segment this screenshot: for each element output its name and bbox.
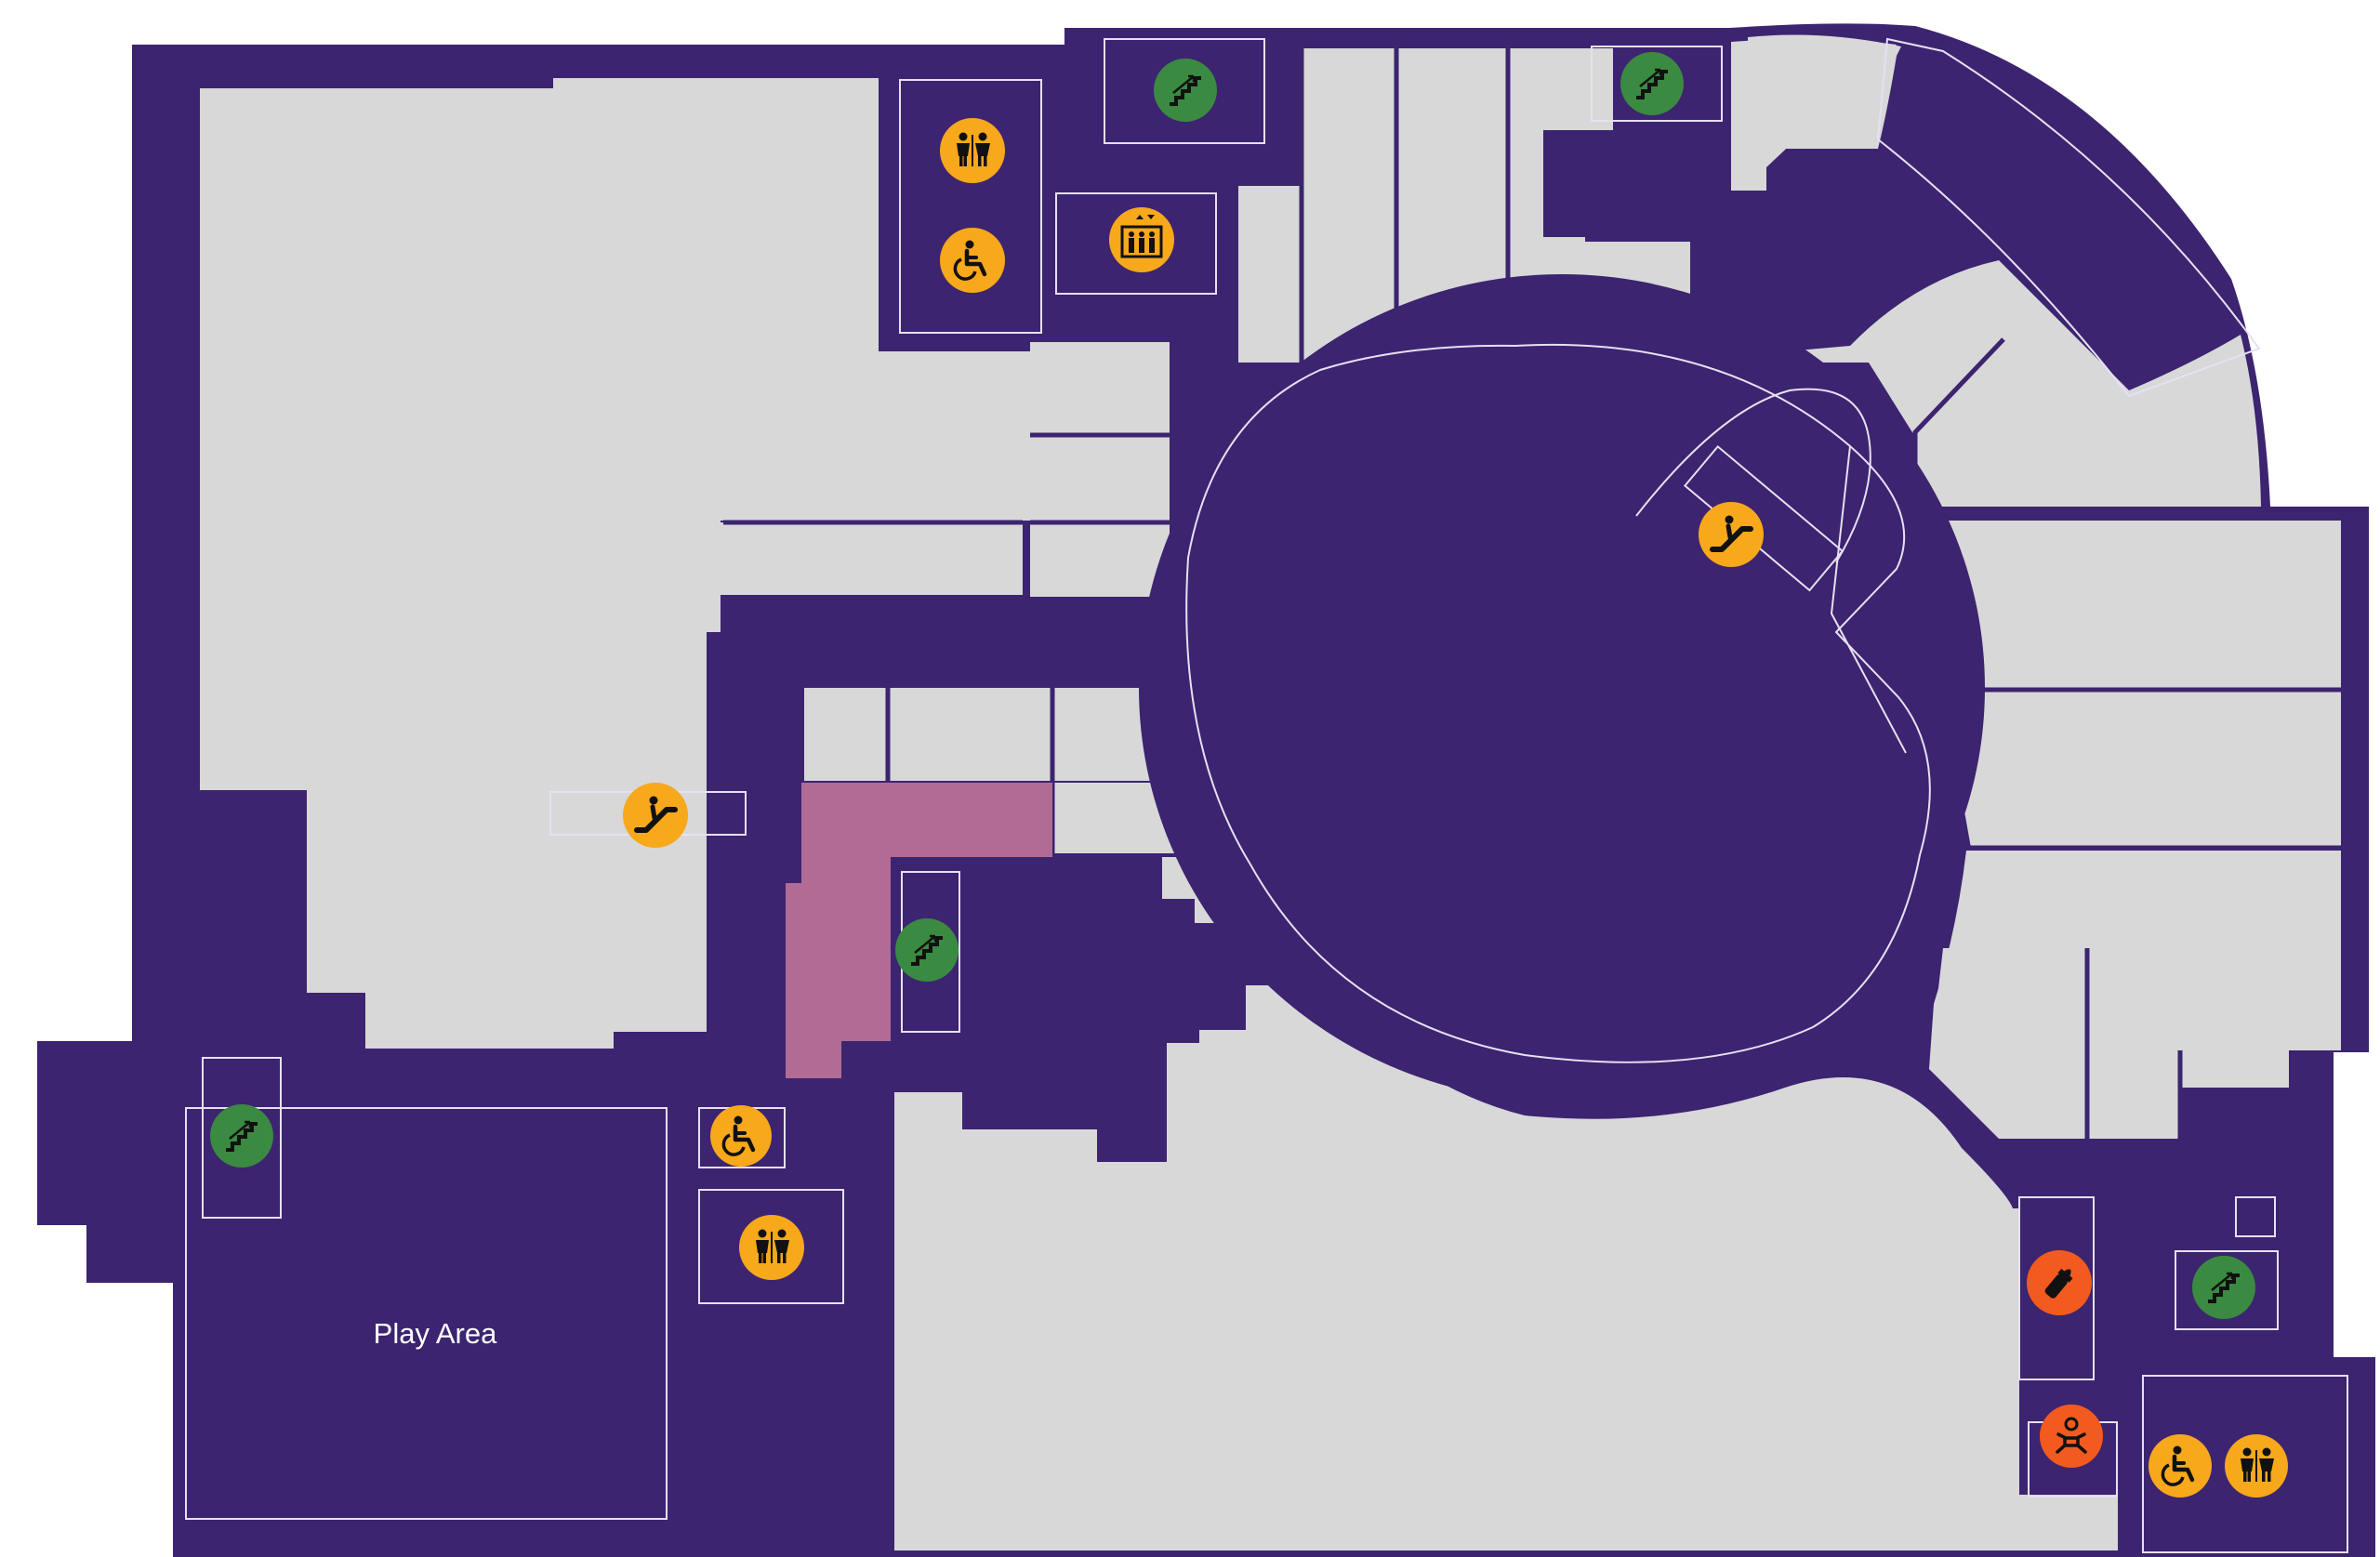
store-small-b[interactable] [1030,437,1170,522]
escalator-icon[interactable] [1699,502,1764,567]
store-small-c[interactable] [1030,524,1170,597]
wheelchair-icon[interactable] [2149,1434,2212,1498]
store-strip-1[interactable] [721,522,1023,595]
wheelchair-icon[interactable] [710,1105,772,1167]
baby-bottle-icon[interactable] [2027,1250,2092,1315]
store-right-4[interactable] [1929,948,2087,1139]
wheelchair-icon[interactable] [940,228,1005,293]
baby-change-icon[interactable] [2040,1405,2103,1468]
store-top-a[interactable] [1238,186,1302,363]
stairs-icon[interactable] [210,1104,273,1168]
restroom-icon[interactable] [940,118,1005,183]
play-area-label: Play Area [374,1317,497,1350]
restroom-icon[interactable] [2225,1434,2288,1498]
store-bottom-large[interactable] [894,985,2118,1550]
amenity-icons [210,52,2288,1498]
stairs-icon[interactable] [895,918,959,982]
stairs-icon[interactable] [2192,1256,2255,1319]
store-small-a[interactable] [1030,342,1170,435]
store-right-2[interactable] [1943,692,2341,848]
central-atrium [1139,274,1985,1102]
stairs-icon[interactable] [1154,59,1217,122]
elevator-icon[interactable] [1109,207,1174,272]
store-top-right-inner[interactable] [1748,34,1901,149]
store-top-right[interactable] [1731,39,2261,507]
store-c-1[interactable] [804,688,888,781]
store-top-b[interactable] [1303,48,1396,363]
store-c-2[interactable] [890,688,1052,781]
escalator-icon[interactable] [623,783,688,848]
highlighted-unit[interactable] [786,783,1052,1078]
stairs-icon[interactable] [1620,52,1684,115]
store-right-1[interactable] [1915,521,2341,690]
store-units [200,34,2341,1550]
restroom-icon[interactable] [739,1215,804,1280]
store-left-large[interactable] [200,78,1030,1049]
